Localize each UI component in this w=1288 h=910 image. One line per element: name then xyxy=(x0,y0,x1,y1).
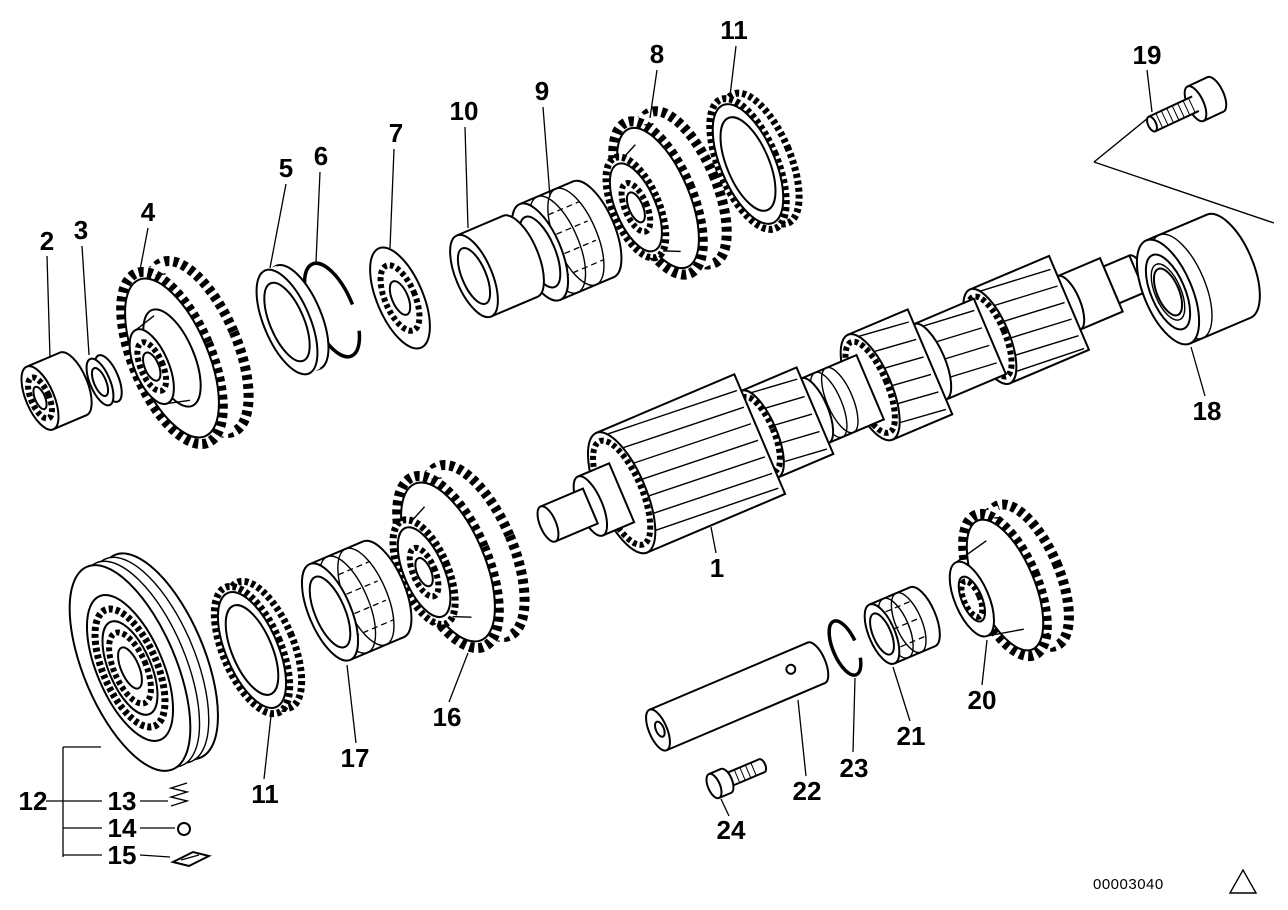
leader-3 xyxy=(81,245,90,356)
callout-20: 20 xyxy=(967,685,997,715)
part-23-snap-ring xyxy=(827,619,863,677)
callout-18: 18 xyxy=(1192,396,1222,426)
part-18-ball-bearing xyxy=(1135,212,1261,346)
leader-10 xyxy=(464,126,469,229)
part-4-gear xyxy=(116,256,254,450)
part-11-synchro-ring-top xyxy=(706,89,803,233)
leader-23 xyxy=(852,677,856,753)
callout-19: 19 xyxy=(1132,40,1162,70)
callout-22: 22 xyxy=(792,776,822,806)
part-22-shaft xyxy=(645,641,830,752)
callout-24: 24 xyxy=(716,815,746,845)
part-24-bolt xyxy=(705,758,768,800)
callout-17: 17 xyxy=(340,743,370,773)
callout-16: 16 xyxy=(432,702,462,732)
leader-22 xyxy=(797,699,807,777)
callout-5: 5 xyxy=(278,153,294,183)
part-19-bolt xyxy=(1146,75,1228,133)
callout-6: 6 xyxy=(313,141,329,171)
callout-2: 2 xyxy=(39,226,55,256)
leader-5 xyxy=(269,183,287,269)
leader-2 xyxy=(46,255,51,359)
leader-18 xyxy=(1190,346,1206,397)
part-5-synchro-ring xyxy=(255,263,330,376)
callout-11-lower: 11 xyxy=(251,779,279,809)
leader-21 xyxy=(892,666,911,722)
leader-lines xyxy=(46,45,1206,817)
part-8-gear xyxy=(602,106,732,280)
part-20-gear xyxy=(948,499,1074,662)
part-3-ring xyxy=(85,354,123,407)
drawing-number: 00003040 xyxy=(1093,876,1164,893)
index-bracket-12-15 xyxy=(46,746,175,858)
part-17-needle-bearing-cage xyxy=(300,539,413,662)
callout-7: 7 xyxy=(388,118,404,148)
callout-8: 8 xyxy=(649,39,665,69)
leader-19 xyxy=(1146,69,1153,113)
leader-6 xyxy=(315,171,321,263)
callout-14: 14 xyxy=(107,813,137,843)
callout-3: 3 xyxy=(73,215,89,245)
assembly-axis-line-2 xyxy=(1093,117,1149,163)
part-14-ball xyxy=(177,822,191,836)
callout-21: 21 xyxy=(896,721,926,751)
part-21-needle-bearing-cage xyxy=(863,585,941,665)
leader-17 xyxy=(346,664,357,744)
callout-13: 13 xyxy=(107,786,137,816)
part-2-needle-bushing xyxy=(20,351,93,431)
callout-11-top: 11 xyxy=(720,15,748,45)
leader-16 xyxy=(448,652,469,703)
callout-12: 12 xyxy=(18,786,48,816)
callout-9: 9 xyxy=(534,76,550,106)
part-16-gear xyxy=(389,460,530,654)
leader-9 xyxy=(542,106,551,198)
callout-23: 23 xyxy=(839,753,869,783)
part-1-output-shaft xyxy=(536,254,1149,555)
leader-20 xyxy=(981,639,988,686)
leader-1 xyxy=(710,526,717,554)
leader-11-top xyxy=(729,45,737,97)
callout-10: 10 xyxy=(449,96,479,126)
leader-4 xyxy=(139,227,149,271)
leader-8 xyxy=(649,69,658,119)
leader-7 xyxy=(389,148,395,249)
callout-1: 1 xyxy=(709,553,725,583)
leader-11-lower xyxy=(263,715,272,780)
part-11-synchro-ring-lower xyxy=(210,577,306,718)
callout-4: 4 xyxy=(140,197,156,227)
leader-24 xyxy=(720,798,730,817)
part-15-sliding-key xyxy=(170,850,212,868)
assembly-axis-line xyxy=(1093,161,1275,224)
part-13-spring xyxy=(168,782,190,807)
part-10-sleeve-bushing xyxy=(449,214,545,319)
callout-15: 15 xyxy=(107,840,137,870)
part-9-needle-bearing-cage xyxy=(510,179,623,302)
part-12-synchro-hub-assembly xyxy=(68,552,219,772)
part-7-splined-washer xyxy=(369,246,431,350)
triangle-marker-icon xyxy=(1228,868,1258,894)
